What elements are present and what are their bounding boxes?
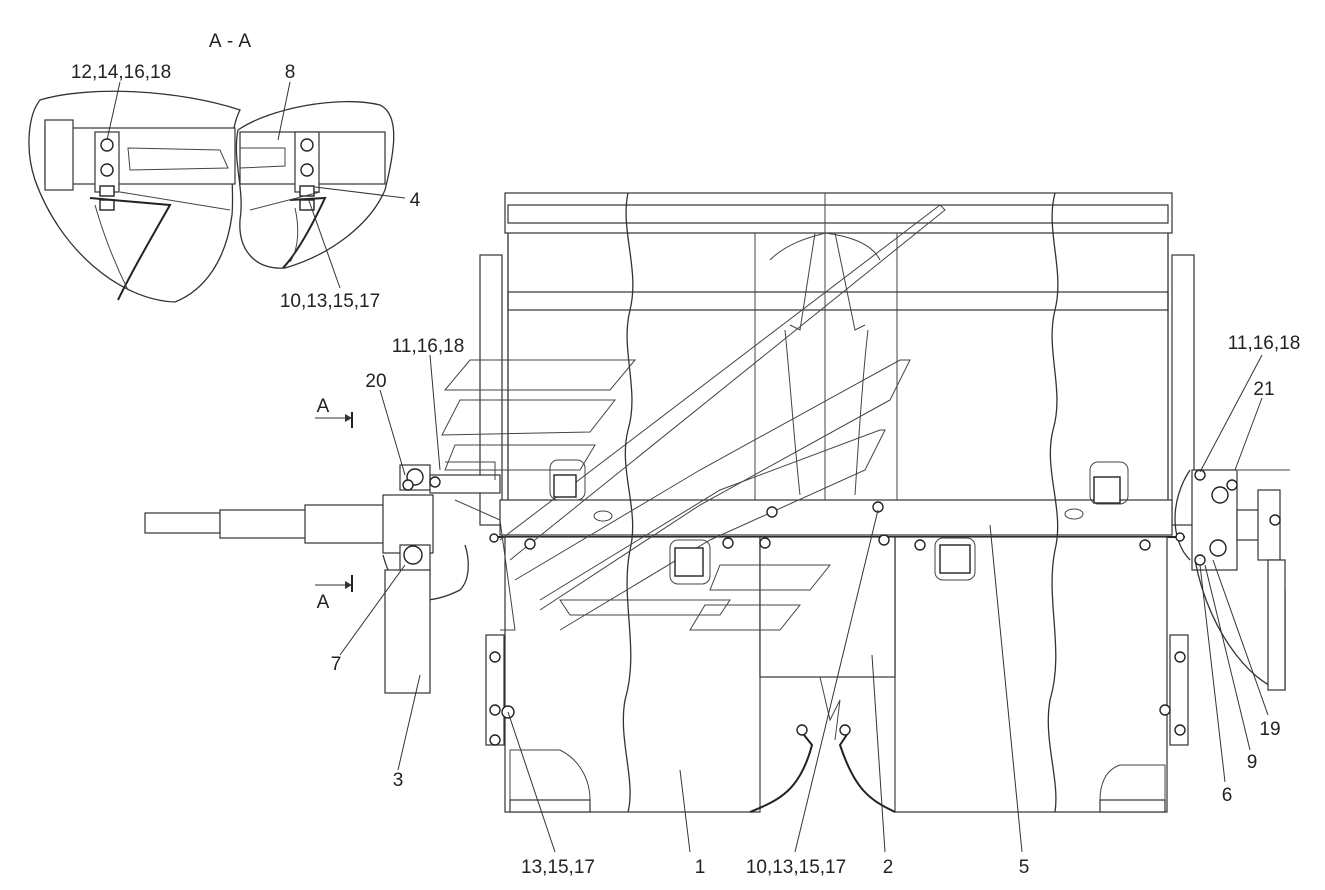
spiral-blades (441, 204, 946, 631)
break-line-2 (1047, 192, 1059, 813)
main-assembly (144, 192, 1290, 813)
leader-lines (106, 81, 1269, 853)
knife-right (838, 729, 896, 813)
main-bolts (402, 469, 1238, 746)
section-right-outline (235, 100, 395, 269)
section-view-a-a (28, 90, 395, 303)
section-slot (127, 147, 229, 171)
bearing-housing-left (382, 494, 434, 554)
section-end-plate (44, 119, 74, 191)
section-marker-top (315, 412, 353, 428)
guard-left (384, 569, 431, 694)
callout-7: 7 (331, 654, 342, 675)
callout-12-14-16-18: 12,14,16,18 (71, 62, 171, 83)
callout-19: 19 (1259, 719, 1280, 740)
callout-10-13-15-17: 10,13,15,17 (746, 857, 846, 878)
knife-left (749, 729, 814, 813)
shaft-end (144, 512, 221, 534)
section-marker-bottom (315, 575, 353, 592)
shaft-beam (499, 499, 1173, 536)
callout-11-16-18-left: 11,16,18 (392, 336, 465, 357)
callout-1: 1 (695, 857, 706, 878)
callout-13-15-17: 13,15,17 (521, 857, 595, 878)
callout-9: 9 (1247, 752, 1258, 773)
callout-6: 6 (1222, 785, 1233, 806)
callout-11-16-18-right: 11,16,18 (1228, 333, 1301, 354)
section-title: А - А (209, 31, 252, 52)
housing-right (894, 536, 1168, 813)
callout-21: 21 (1253, 379, 1274, 400)
break-line-1 (622, 192, 634, 813)
callout-20: 20 (365, 371, 386, 392)
callout-4: 4 (410, 190, 421, 211)
housing-left (504, 536, 761, 813)
section-marker-a-top: A (317, 396, 330, 417)
labels: А - А 12,14,16,18 8 4 10,13,15,17 11,16,… (71, 31, 1300, 878)
section-blade-left (89, 197, 172, 301)
section-blade-right (282, 196, 327, 269)
center-plate (759, 536, 896, 678)
callout-3: 3 (393, 770, 404, 791)
section-left-outline (28, 90, 241, 303)
callout-2: 2 (883, 857, 894, 878)
callout-8: 8 (285, 62, 296, 83)
callout-10-13-15-17-section: 10,13,15,17 (280, 291, 380, 312)
section-marker-a-bottom: A (317, 592, 330, 613)
side-plate-right (1171, 254, 1195, 526)
mount-plate-right (1169, 634, 1189, 746)
callout-5: 5 (1019, 857, 1030, 878)
cross-bar (507, 291, 1169, 311)
